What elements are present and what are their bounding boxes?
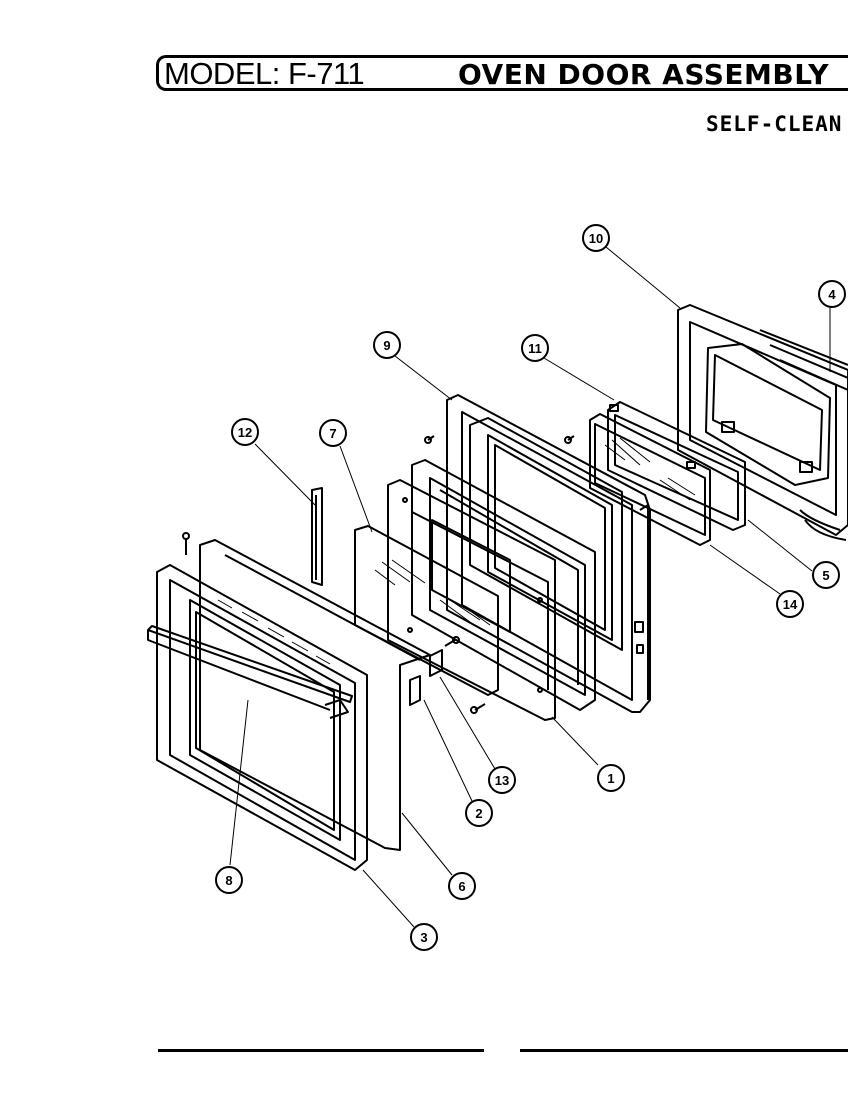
- callout-4-label: 4: [828, 287, 836, 302]
- callout-3: 3: [410, 923, 438, 951]
- diagram-subtitle: SELF-CLEAN: [706, 112, 843, 136]
- callout-11: 11: [521, 334, 549, 362]
- callout-10: 10: [582, 224, 610, 252]
- callout-9-label: 9: [383, 338, 390, 353]
- part-brackets: [182, 435, 575, 714]
- callout-1-label: 1: [607, 771, 614, 786]
- callout-7: 7: [319, 419, 347, 447]
- callout-6: 6: [448, 872, 476, 900]
- callout-6-label: 6: [458, 879, 465, 894]
- callout-5: 5: [812, 561, 840, 589]
- diagram-title: OVEN DOOR ASSEMBLY: [458, 58, 830, 91]
- part-inner-panel: [411, 459, 596, 711]
- callout-14-label: 14: [783, 597, 798, 612]
- part-hinge-strip: [311, 487, 323, 586]
- callout-2-label: 2: [475, 806, 482, 821]
- callout-12: 12: [231, 418, 259, 446]
- header-frame: [156, 55, 848, 91]
- callout-3-label: 3: [420, 930, 427, 945]
- part-outer-door-frame: [156, 564, 368, 871]
- callout-4: 4: [818, 280, 846, 308]
- callout-8: 8: [215, 866, 243, 894]
- callout-5-label: 5: [822, 568, 829, 583]
- model-label: MODEL: F-711: [164, 56, 365, 91]
- callout-1: 1: [597, 764, 625, 792]
- callout-9: 9: [373, 331, 401, 359]
- footer-rule-right: [520, 1049, 848, 1052]
- part-inner-glass-pack: [589, 401, 746, 546]
- part-handle: [147, 625, 353, 719]
- leader-lines: [229, 246, 831, 928]
- callout-12-label: 12: [238, 425, 252, 440]
- part-insulation: [199, 539, 431, 851]
- callout-2: 2: [465, 799, 493, 827]
- part-rear-frame: [677, 304, 848, 541]
- footer-rule-left: [158, 1049, 484, 1052]
- callouts: 10 4 9 11 12 7 5 14: [215, 224, 846, 951]
- callout-7-label: 7: [329, 426, 336, 441]
- part-front-glass: [354, 525, 499, 696]
- callout-11-label: 11: [528, 341, 542, 356]
- callout-14: 14: [776, 590, 804, 618]
- callout-10-label: 10: [589, 231, 603, 246]
- callout-13: 13: [488, 766, 516, 794]
- part-backing-sheet: [387, 479, 556, 721]
- callout-13-label: 13: [495, 773, 509, 788]
- callout-8-label: 8: [225, 873, 232, 888]
